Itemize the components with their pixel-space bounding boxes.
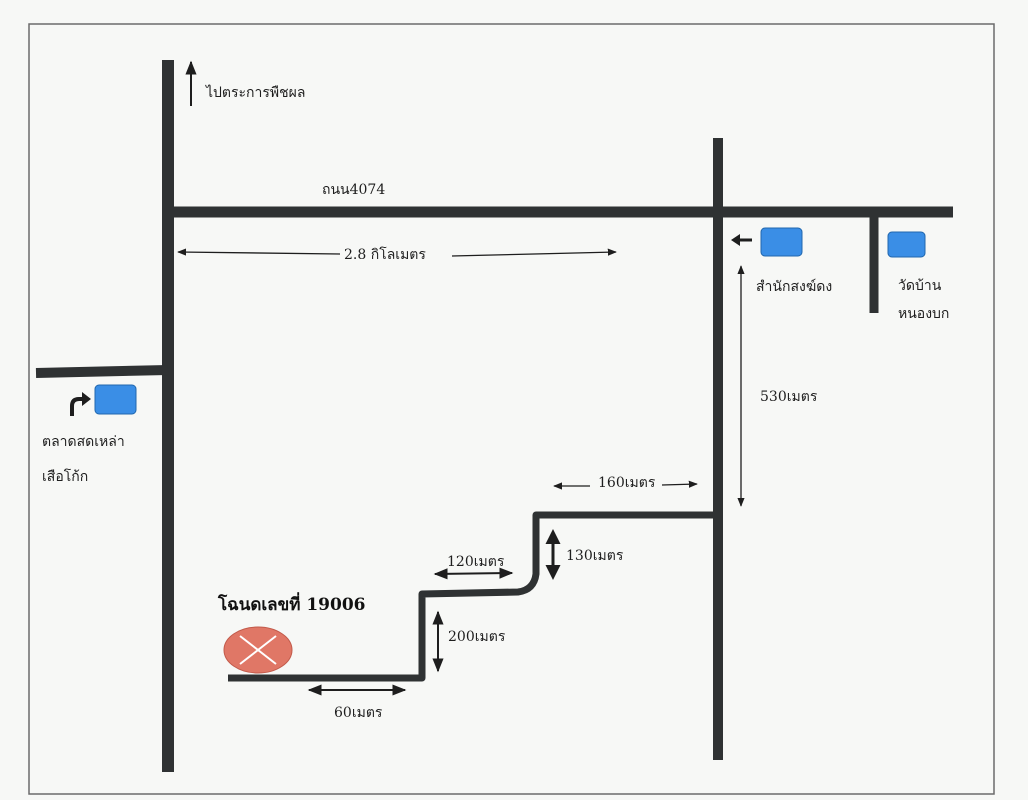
road-4074-label: ถนน4074 [322, 182, 385, 198]
left-arrow-icon [731, 234, 752, 246]
plot-title: โฉนดเลขที่ 19006 [217, 592, 366, 615]
direction-north-label: ไปตระการพืชผล [205, 84, 305, 101]
segment-120-label: 120เมตร [447, 554, 505, 570]
right-road-distance-label: 530เมตร [760, 389, 818, 405]
segment-130-label: 130เมตร [566, 548, 624, 564]
main-road-distance-label: 2.8 กิโลเมตร [344, 246, 426, 263]
page-frame [28, 23, 995, 795]
landmark-wat-label-line1: วัดบ้าน [898, 278, 942, 294]
landmark-market-label-line2: เสือโก้ก [42, 468, 88, 485]
landmark-market-box [94, 384, 137, 415]
main-road-distance-arrow-right [451, 248, 617, 257]
turn-right-arrow-icon [70, 392, 91, 416]
landmark-sangha-label: สำนักสงฆ์ดง [756, 278, 832, 295]
landmark-wat-box [887, 231, 926, 258]
main-road-distance-arrow-left [177, 248, 341, 256]
landmark-wat-label-line2: หนองบก [898, 306, 949, 322]
segment-200-label: 200เมตร [448, 629, 506, 645]
landmark-sangha-box [760, 227, 803, 257]
segment-60-label: 60เมตร [334, 705, 383, 721]
segment-160-arrow-right [661, 480, 698, 488]
road-market-spur [35, 365, 169, 378]
plot-marker-icon [223, 626, 293, 674]
segment-160-label: 160เมตร [598, 475, 656, 491]
roads [35, 60, 953, 772]
segment-120-arrow [433, 567, 514, 580]
road-to-plot [228, 511, 718, 682]
landmark-market-label-line1: ตลาดสดเหล่า [42, 434, 125, 450]
